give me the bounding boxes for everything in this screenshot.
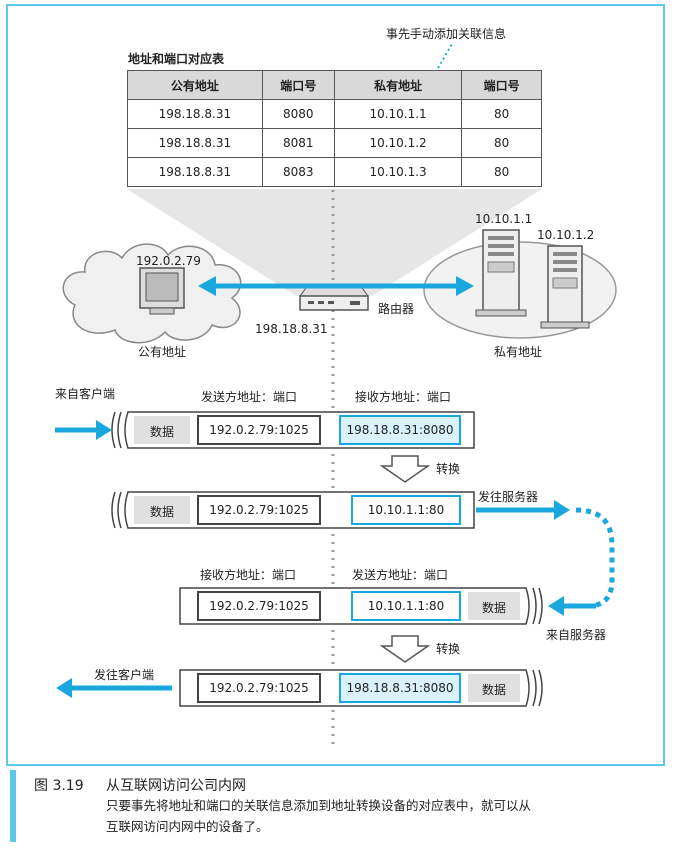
table-cell: 10.10.1.2 xyxy=(333,128,463,158)
header-public-address: 公有地址 xyxy=(127,70,263,100)
to-server-label: 发往服务器 xyxy=(478,490,539,504)
client-ip-label: 192.0.2.79 xyxy=(136,254,201,268)
client-computer-icon xyxy=(139,267,185,315)
server-icon xyxy=(475,229,527,317)
table-cell: 8081 xyxy=(261,128,335,158)
router-icon xyxy=(299,287,369,311)
table-cell: 80 xyxy=(461,128,542,158)
from-client-label: 来自客户端 xyxy=(55,387,116,401)
annotation-label: 事先手动添加关联信息 xyxy=(386,27,507,41)
figure-description-line1: 只要事先将地址和端口的关联信息添加到地址转换设备的对应表中，就可以从 xyxy=(106,798,532,813)
convert-arrow-icon xyxy=(379,635,431,663)
arrow-from-server xyxy=(548,596,596,616)
data-label: 数据 xyxy=(481,601,506,615)
convert-label: 转换 xyxy=(436,462,461,476)
table-cell: 10.10.1.1 xyxy=(333,99,463,129)
annotation-leader xyxy=(437,43,453,69)
table-cell: 8080 xyxy=(261,99,335,129)
caption-accent-bar xyxy=(10,770,16,842)
packet2-src: 192.0.2.79:1025 xyxy=(209,503,309,517)
receiver-label: 接收方地址：端口 xyxy=(200,568,297,582)
table-cell: 80 xyxy=(461,99,542,129)
table-cell: 10.10.1.3 xyxy=(333,157,463,187)
arrow-to-server xyxy=(476,500,570,520)
table-cell: 198.18.8.31 xyxy=(127,99,263,129)
table-row: 198.18.8.31 8083 10.10.1.3 80 xyxy=(127,157,542,187)
arrow-to-client xyxy=(56,678,172,698)
packet2-dst: 10.10.1.1:80 xyxy=(367,503,445,517)
figure-description-line2: 互联网访问内网中的设备了。 xyxy=(106,819,269,834)
header-port-2: 端口号 xyxy=(461,70,542,100)
packet4-dst: 192.0.2.79:1025 xyxy=(209,681,309,695)
table-header-row: 公有地址 端口号 私有地址 端口号 xyxy=(127,70,542,100)
packet1-dst: 198.18.8.31:8080 xyxy=(346,423,454,437)
figure-number: 图 3.19 xyxy=(34,778,84,794)
header-port-1: 端口号 xyxy=(261,70,335,100)
server-loop-dotted xyxy=(575,507,615,609)
table-cell: 8083 xyxy=(261,157,335,187)
to-client-label: 发往客户端 xyxy=(94,668,155,682)
data-label: 数据 xyxy=(149,425,174,439)
from-server-label: 来自服务器 xyxy=(546,628,607,642)
table-row: 198.18.8.31 8080 10.10.1.1 80 xyxy=(127,99,542,129)
convert-label: 转换 xyxy=(436,642,461,656)
sender-label: 发送方地址：端口 xyxy=(201,390,298,404)
table-cell: 198.18.8.31 xyxy=(127,157,263,187)
table-row: 198.18.8.31 8081 10.10.1.2 80 xyxy=(127,128,542,158)
figure-title: 从互联网访问公司内网 xyxy=(106,778,246,794)
figure-frame xyxy=(6,4,665,766)
bidirectional-arrow xyxy=(198,276,474,296)
table-projection xyxy=(127,189,542,296)
packet-3 xyxy=(179,587,543,625)
address-port-table: 公有地址 端口号 私有地址 端口号 198.18.8.31 8080 10.10… xyxy=(127,70,542,187)
data-label: 数据 xyxy=(149,505,174,519)
packet-4 xyxy=(179,669,543,707)
convert-arrow-icon xyxy=(379,455,431,483)
router-label: 路由器 xyxy=(378,302,415,316)
data-label: 数据 xyxy=(481,683,506,697)
table-title: 地址和端口对应表 xyxy=(128,52,225,66)
packet-2 xyxy=(111,491,475,529)
packet-1 xyxy=(111,411,475,449)
private-address-label: 私有地址 xyxy=(494,345,543,359)
table-cell: 80 xyxy=(461,157,542,187)
receiver-label: 接收方地址：端口 xyxy=(355,390,452,404)
sender-label: 发送方地址：端口 xyxy=(352,568,449,582)
table-cell: 198.18.8.31 xyxy=(127,128,263,158)
packet3-src: 10.10.1.1:80 xyxy=(367,599,445,613)
server-icon xyxy=(540,245,590,329)
server1-ip-label: 10.10.1.1 xyxy=(475,212,533,226)
server2-ip-label: 10.10.1.2 xyxy=(537,228,595,242)
router-ip-label: 198.18.8.31 xyxy=(255,322,328,336)
packet1-src: 192.0.2.79:1025 xyxy=(209,423,309,437)
packet3-dst: 192.0.2.79:1025 xyxy=(209,599,309,613)
packet4-src: 198.18.8.31:8080 xyxy=(346,681,454,695)
public-address-label: 公有地址 xyxy=(138,345,187,359)
arrow-from-client xyxy=(55,420,112,440)
header-private-address: 私有地址 xyxy=(333,70,463,100)
